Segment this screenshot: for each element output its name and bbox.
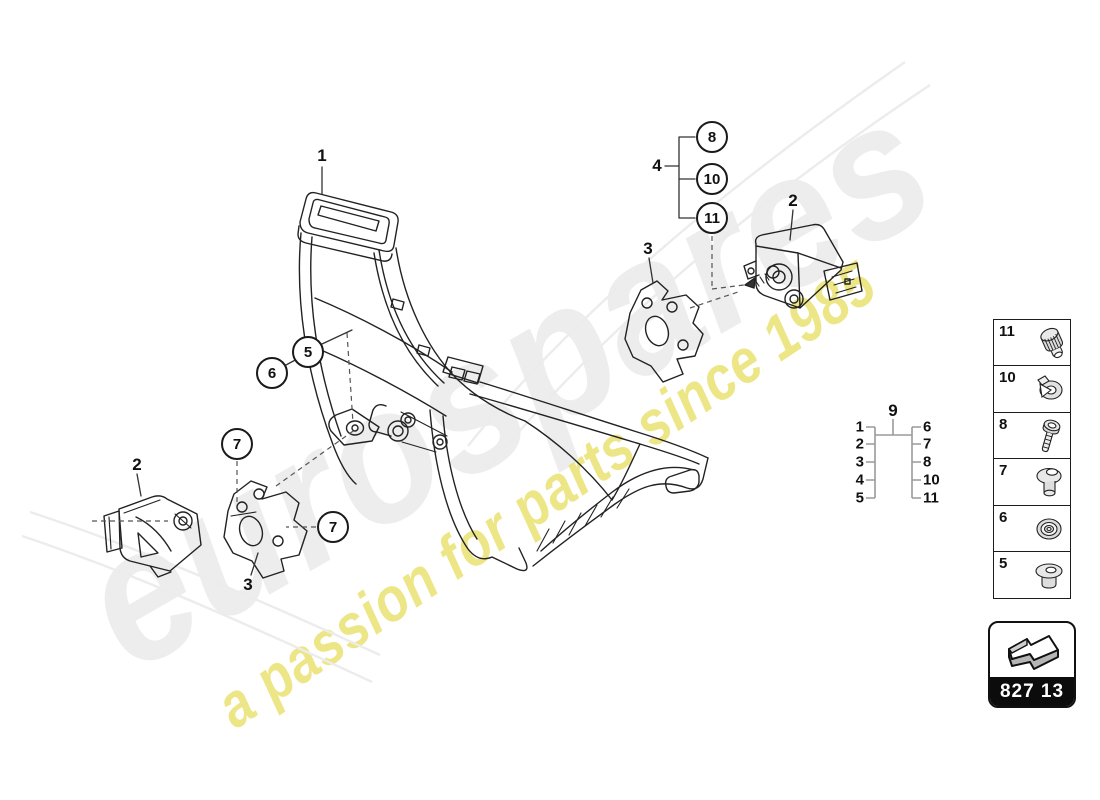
sidebar-item-label: 10	[999, 369, 1016, 387]
sidebar-item-11[interactable]: 11	[993, 319, 1071, 367]
label-item-2-bottom: 2	[132, 455, 142, 474]
bracket-part-bottom[interactable]	[223, 480, 308, 579]
part-group-code: 827 13	[990, 677, 1074, 706]
bracket-part-top[interactable]	[624, 280, 704, 383]
legend-left-3: 3	[855, 453, 864, 471]
legend-left-2: 2	[855, 435, 864, 453]
bearing-ring-icon	[1024, 509, 1070, 554]
spline-rivet-icon	[1024, 323, 1070, 368]
label-item-2-top: 2	[788, 191, 798, 210]
sensor-part-top-right[interactable]	[743, 223, 863, 309]
sensor-part-bottom-left[interactable]	[103, 495, 202, 578]
sidebar-item-10[interactable]: 10	[993, 365, 1071, 414]
sidebar-item-7[interactable]: 7	[993, 458, 1071, 507]
grommet-icon	[1024, 555, 1070, 600]
sidebar-item-label: 6	[999, 508, 1008, 526]
legend-right-7: 7	[923, 435, 932, 453]
legend-right-11: 11	[923, 489, 939, 507]
callout-circle-7-right[interactable]: 7	[317, 511, 349, 543]
part-group-code-box[interactable]: 827 13	[988, 621, 1076, 708]
sidebar-item-6[interactable]: 6	[993, 504, 1071, 554]
push-pin-icon	[1024, 462, 1070, 507]
dashed-leader-lines	[92, 236, 745, 528]
sidebar-item-label: 7	[999, 462, 1008, 480]
label-item-3-top: 3	[643, 239, 653, 258]
sidebar-item-label: 5	[999, 555, 1008, 573]
legend-right-8: 8	[923, 453, 932, 471]
callout-circle-5[interactable]: 5	[292, 336, 324, 368]
label-item-1: 1	[317, 146, 327, 165]
legend-left-1: 1	[855, 418, 864, 436]
legend-right-10: 10	[923, 471, 940, 489]
sidebar-item-5[interactable]: 5	[993, 551, 1071, 600]
main-duct-part[interactable]	[297, 191, 709, 572]
arrow-down-right-icon	[998, 626, 1066, 681]
callout-circle-10[interactable]: 10	[696, 163, 728, 195]
legend-left-4: 4	[855, 471, 864, 489]
legend-bracket-lines	[866, 419, 921, 499]
callout-circle-11[interactable]: 11	[696, 202, 728, 234]
legend-left-5: 5	[855, 489, 864, 507]
sidebar-item-label: 8	[999, 415, 1008, 433]
sidebar-item-8[interactable]: 8	[993, 411, 1071, 461]
clamp-clip-icon	[1024, 369, 1070, 414]
callout-circle-7-upper[interactable]: 7	[221, 428, 253, 460]
background-swoosh	[21, 61, 931, 684]
sidebar-item-label: 11	[999, 323, 1015, 340]
hardware-sidebar: 11 10	[993, 319, 1071, 600]
socket-bolt-icon	[1024, 416, 1070, 461]
legend-right-6: 6	[923, 418, 932, 436]
label-group-9: 9	[888, 401, 898, 420]
callout-circle-8[interactable]: 8	[696, 121, 728, 153]
callout-circle-6[interactable]: 6	[256, 357, 288, 389]
label-item-3-bottom: 3	[243, 575, 253, 594]
label-group-4: 4	[652, 156, 662, 175]
